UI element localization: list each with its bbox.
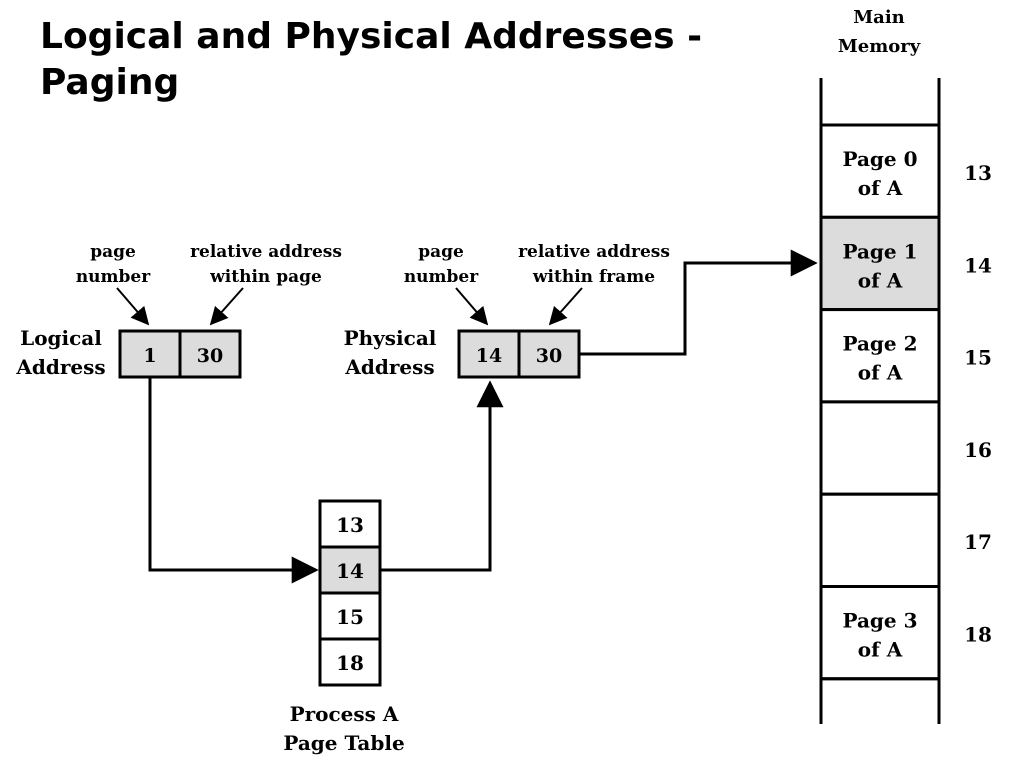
page-table-entry-value: 18 — [336, 651, 364, 675]
page-table: 13 14 15 18 Process A Page Table — [283, 499, 405, 755]
logical-page-callout-arrow — [116, 287, 150, 326]
memory-frame-14-label-line-2: of A — [858, 268, 903, 292]
memory-frame-18-label-line-1: Page 3 — [842, 609, 917, 633]
logical-callout-page-line-2: number — [76, 267, 151, 287]
physical-frame-number: 14 — [476, 345, 502, 367]
page-table-cells: 13 14 15 18 — [318, 499, 382, 687]
physical-callout-page-line-1: page — [418, 242, 464, 262]
logical-address-label-line-1: Logical — [20, 326, 102, 350]
logical-offset-callout-arrow — [209, 287, 244, 326]
physical-callout-offset-line-1: relative address — [518, 242, 670, 262]
memory-frame-number-15: 15 — [964, 346, 992, 370]
main-memory-header-line-2: Memory — [838, 36, 921, 57]
memory-frame-15-label-line-2: of A — [858, 361, 903, 385]
logical-address: Logical Address 1 30 page number relativ… — [15, 242, 342, 379]
logical-address-label-line-2: Address — [15, 355, 105, 379]
memory-frame-18-label-line-2: of A — [858, 638, 903, 662]
physical-callout-page-line-2: number — [404, 267, 479, 287]
page-table-caption-line-2: Page Table — [283, 731, 404, 755]
memory-frame-number-14: 14 — [964, 253, 992, 277]
memory-frame-14 — [819, 215, 941, 312]
memory-frame-number-16: 16 — [964, 438, 992, 462]
table-to-frame-number-arrow — [380, 380, 504, 572]
title-line-1: Logical and Physical Addresses - — [40, 16, 703, 57]
page-table-entry-value: 15 — [336, 605, 364, 629]
page-table-caption-line-1: Process A — [290, 702, 399, 726]
page-table-entry-value: 13 — [336, 513, 364, 537]
slide-title: Logical and Physical Addresses - Paging — [40, 14, 800, 106]
physical-address-label-line-2: Address — [344, 355, 434, 379]
memory-frame-13-label-line-1: Page 0 — [842, 147, 917, 171]
memory-frame-18 — [819, 585, 941, 681]
logical-offset-cell — [178, 329, 242, 379]
memory-frame-15 — [819, 308, 941, 404]
logical-callout-offset-line-2: within page — [209, 267, 322, 287]
main-memory-header-line-1: Main — [853, 7, 905, 28]
page-table-entry-value: 14 — [336, 559, 364, 583]
memory-frame-number-18: 18 — [964, 623, 992, 647]
memory-frame-13-label-line-2: of A — [858, 176, 903, 200]
memory-frame-14-label-line-1: Page 1 — [842, 239, 917, 263]
logical-callout-page-line-1: page — [90, 242, 136, 262]
memory-frame-16 — [819, 400, 941, 496]
page-table-entry-18 — [318, 637, 382, 687]
logical-callout-offset-line-1: relative address — [190, 242, 342, 262]
memory-frame-15-label-line-1: Page 2 — [842, 332, 917, 356]
physical-address-label-line-1: Physical — [344, 326, 437, 350]
physical-page-callout-arrow — [455, 287, 489, 326]
logical-page-number: 1 — [143, 345, 156, 367]
physical-offset-cell — [517, 329, 581, 379]
memory-frame-17 — [819, 492, 941, 589]
page-number-to-table-arrow — [148, 377, 319, 584]
logical-offset: 30 — [197, 345, 223, 367]
physical-address-to-memory-arrow — [579, 249, 818, 356]
title-line-2: Paging — [40, 62, 180, 103]
physical-address: Physical Address 14 30 page number relat… — [344, 242, 670, 379]
memory-frame-13 — [819, 123, 941, 219]
physical-callout-offset-line-2: within frame — [532, 267, 655, 287]
physical-offset: 30 — [536, 345, 562, 367]
physical-offset-callout-arrow — [548, 287, 583, 326]
memory-frame-number-13: 13 — [964, 161, 992, 185]
memory-frame-number-17: 17 — [964, 530, 992, 554]
